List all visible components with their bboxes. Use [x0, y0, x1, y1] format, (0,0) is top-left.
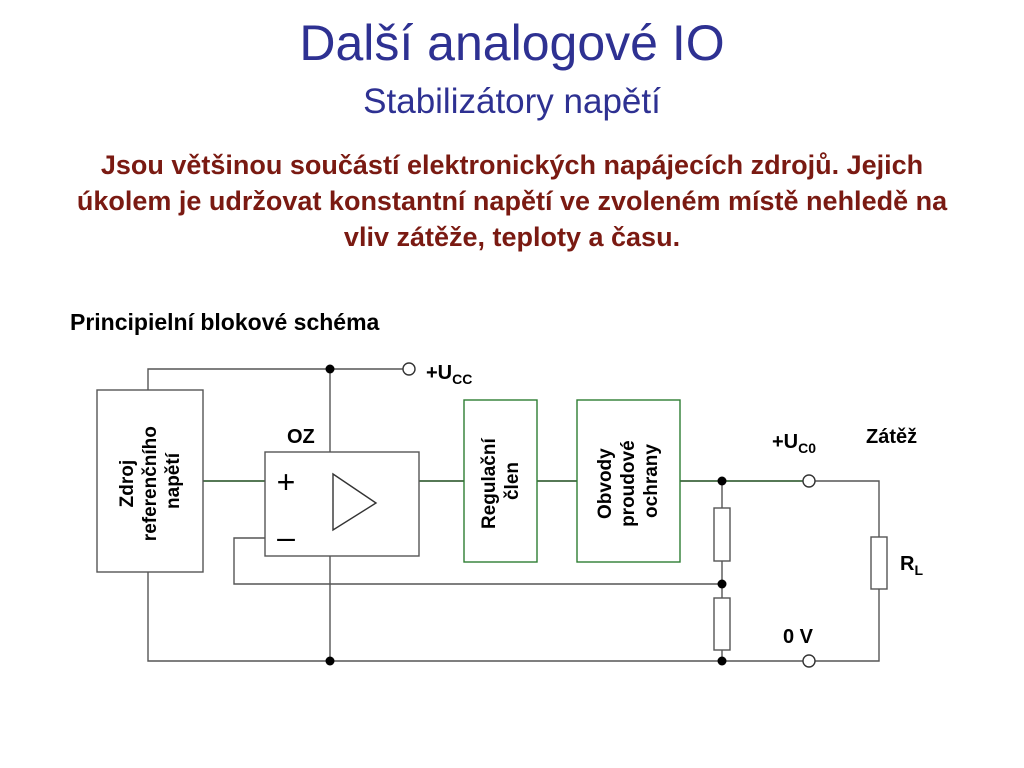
slide-subtitle: Stabilizátory napětí — [363, 82, 661, 121]
opamp-label: OZ — [287, 426, 315, 448]
junction-feedback — [717, 579, 727, 589]
junction-output — [717, 476, 727, 486]
regulator-block — [463, 399, 538, 563]
load-resistor-label: RL — [900, 553, 923, 578]
current-protection-label: Obvody proudové ochrany — [595, 435, 662, 527]
junction-ground-opamp — [325, 656, 335, 666]
opamp-triangle-icon — [332, 472, 378, 532]
diagram-title: Principielní blokové schéma — [70, 309, 380, 335]
load-wire-bottom — [815, 589, 880, 662]
output-voltage-label: +UC0 — [772, 431, 816, 456]
ground-terminal — [802, 654, 816, 668]
ground-label: 0 V — [783, 626, 814, 648]
opamp-plus-sign: + — [277, 464, 296, 500]
divider-resistor-top — [713, 507, 731, 562]
junction-vcc — [325, 364, 335, 374]
reference-voltage-label: Zdroj referenčního napětí — [117, 421, 184, 541]
junction-ground-divider — [717, 656, 727, 666]
output-terminal — [802, 474, 816, 488]
slide-title: Další analogové IO — [299, 15, 725, 71]
feedback-wire — [233, 537, 722, 585]
opamp-minus-sign: – — [277, 519, 295, 555]
divider-resistor-bottom — [713, 597, 731, 651]
load-resistor — [870, 536, 888, 590]
reference-voltage-block — [96, 389, 204, 573]
load-wire-top — [815, 480, 880, 537]
vcc-terminal — [402, 362, 416, 376]
regulator-label: Regulační člen — [479, 433, 523, 529]
vcc-label: +UCC — [426, 362, 472, 387]
current-protection-block — [576, 399, 681, 563]
opamp-block — [264, 451, 420, 557]
load-label: Zátěž — [866, 426, 917, 448]
intro-paragraph: Jsou většinou součástí elektronických na… — [76, 150, 948, 252]
junction-dots — [325, 364, 727, 666]
ground-rail-wire — [147, 572, 803, 662]
vcc-rail-wire — [147, 368, 403, 390]
